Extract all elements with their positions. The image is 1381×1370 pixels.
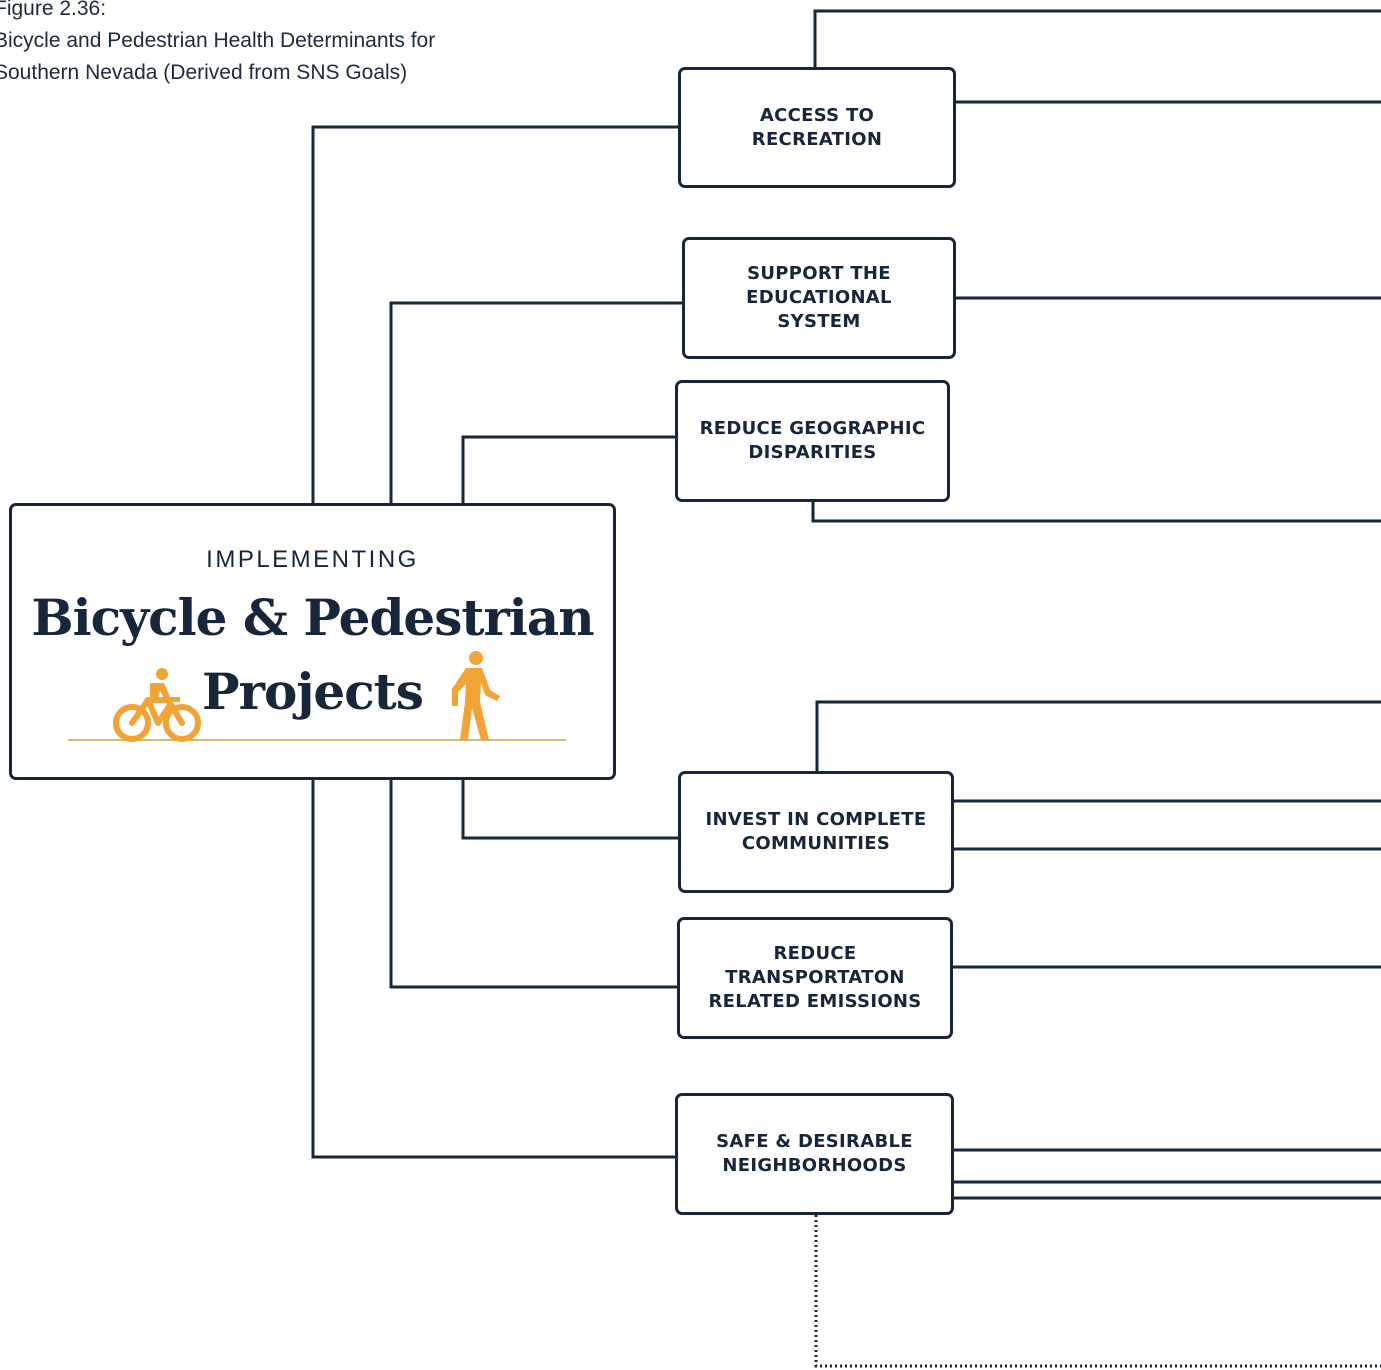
connector-center-neighborhoods xyxy=(311,780,677,1159)
connector-communities-out-top xyxy=(815,700,1381,772)
ground-line xyxy=(68,739,566,741)
central-kicker: IMPLEMENTING xyxy=(206,546,419,573)
central-project-box: IMPLEMENTING Bicycle & Pedestrian Projec… xyxy=(9,503,616,780)
connector-center-access xyxy=(311,125,679,503)
connector-center-emissions xyxy=(389,780,679,989)
connector-access-out-top xyxy=(813,9,1381,68)
central-title-line-1: Bicycle & Pedestrian xyxy=(31,588,594,647)
connector-center-geographic xyxy=(461,435,677,503)
pedestrian-icon xyxy=(452,651,500,740)
central-title-line-2: Projects xyxy=(202,662,424,721)
connector-center-education xyxy=(389,301,684,503)
connector-center-communities xyxy=(461,780,679,840)
connector-neighborhoods-dotted xyxy=(814,1215,1381,1368)
goal-support-educational-system: SUPPORT THE EDUCATIONAL SYSTEM xyxy=(682,237,956,359)
caption-line-3: Southern Nevada (Derived from SNS Goals) xyxy=(0,61,408,84)
goal-reduce-geographic-disparities: REDUCE GEOGRAPHIC DISPARITIES xyxy=(675,380,950,502)
figure-caption: Figure 2.36: Bicycle and Pedestrian Heal… xyxy=(0,0,435,89)
goal-safe-desirable-neighborhoods: SAFE & DESIRABLE NEIGHBORHOODS xyxy=(675,1093,954,1215)
bicycle-rider-icon xyxy=(113,668,201,742)
connector-geographic-out xyxy=(811,501,1381,523)
caption-line-2: Bicycle and Pedestrian Health Determinan… xyxy=(0,29,436,52)
goal-access-to-recreation: ACCESS TO RECREATION xyxy=(678,67,956,188)
goal-invest-in-complete-communities: INVEST IN COMPLETE COMMUNITIES xyxy=(678,771,954,893)
caption-line-1: Figure 2.36: xyxy=(0,0,107,20)
goal-reduce-transportation-emissions: REDUCE TRANSPORTATON RELATED EMISSIONS xyxy=(677,917,953,1039)
